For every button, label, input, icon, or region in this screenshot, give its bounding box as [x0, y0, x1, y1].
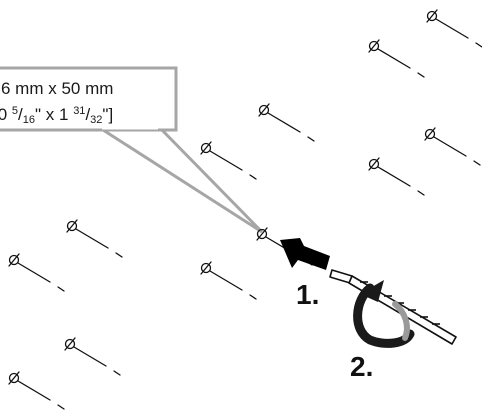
callout-size-inch: [0 5/16" x 1 31/32"] [0, 105, 113, 126]
hole-marker-icon [258, 103, 315, 142]
hole-marker-icon [424, 127, 481, 166]
hole-marker-icon [66, 219, 123, 258]
hole-marker-icon [426, 9, 482, 48]
hole-marker-icon [368, 157, 425, 196]
callout-pointer [94, 126, 264, 234]
step-2-label: 2. [350, 351, 373, 382]
hole-marker-icon [200, 141, 257, 180]
hole-marker-icon [64, 337, 121, 376]
step-1-label: 1. [296, 279, 319, 310]
twist-arrow-icon [353, 280, 415, 348]
callout-size-mm: 6 mm x 50 mm [1, 79, 113, 98]
hole-marker-icon [200, 261, 257, 300]
drill-bit-icon [329, 269, 457, 345]
hole-marker-icon [368, 39, 425, 78]
callout-box [0, 66, 178, 132]
push-arrow-icon [280, 238, 330, 270]
hole-marker-icon [8, 371, 65, 410]
hole-marker-icon [8, 253, 65, 292]
